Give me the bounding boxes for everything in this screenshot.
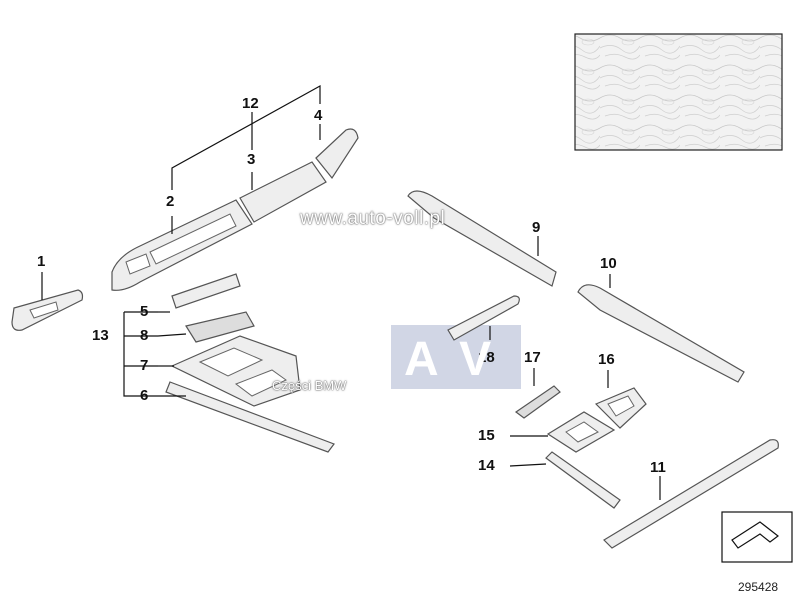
callout-15: 15 [478,427,495,444]
callout-14: 14 [478,457,495,474]
part-9-door-trim [407,190,557,287]
callout-8: 8 [140,327,149,344]
callout-2: 2 [166,193,175,210]
callout-18: 18 [478,349,495,366]
part-17-trim [514,385,561,419]
part-11-sill-trim [603,439,779,549]
part-3-dash-trim [239,161,327,223]
direction-arrow-icon [721,511,793,563]
callout-13: 13 [92,327,109,344]
callout-17: 17 [524,349,541,366]
callout-6: 6 [140,387,149,404]
callout-3: 3 [247,151,256,168]
part-15-frame [546,411,616,453]
part-4-dash-trim [315,128,359,180]
callout-5: 5 [140,303,149,320]
callout-7: 7 [140,357,149,374]
callout-12: 12 [242,95,259,112]
part-5-trim [171,273,241,309]
callout-11: 11 [650,459,666,476]
part-1-trim [11,289,84,331]
callout-4: 4 [314,107,323,124]
callout-16: 16 [598,351,615,368]
part-16-frame [594,387,647,429]
watermark-subtitle: Części BMW [272,378,347,393]
diagram-number: 295428 [738,580,779,594]
watermark-logo-letters: AV [404,333,516,386]
part-6-console-strip [165,381,335,453]
part-7-console-frame [170,335,301,407]
callout-1: 1 [37,253,46,270]
part-14-trim [545,451,621,509]
material-sample-swatch [574,33,783,151]
part-8-trim [185,311,255,343]
watermark-url: www.auto-voll.pl [300,208,446,229]
part-2-dash-trim [111,199,253,291]
part-18-slim-trim [447,295,520,341]
callout-9: 9 [532,219,541,236]
callout-10: 10 [600,255,617,272]
part-10-door-trim [577,284,745,383]
leader-lines [41,84,661,500]
